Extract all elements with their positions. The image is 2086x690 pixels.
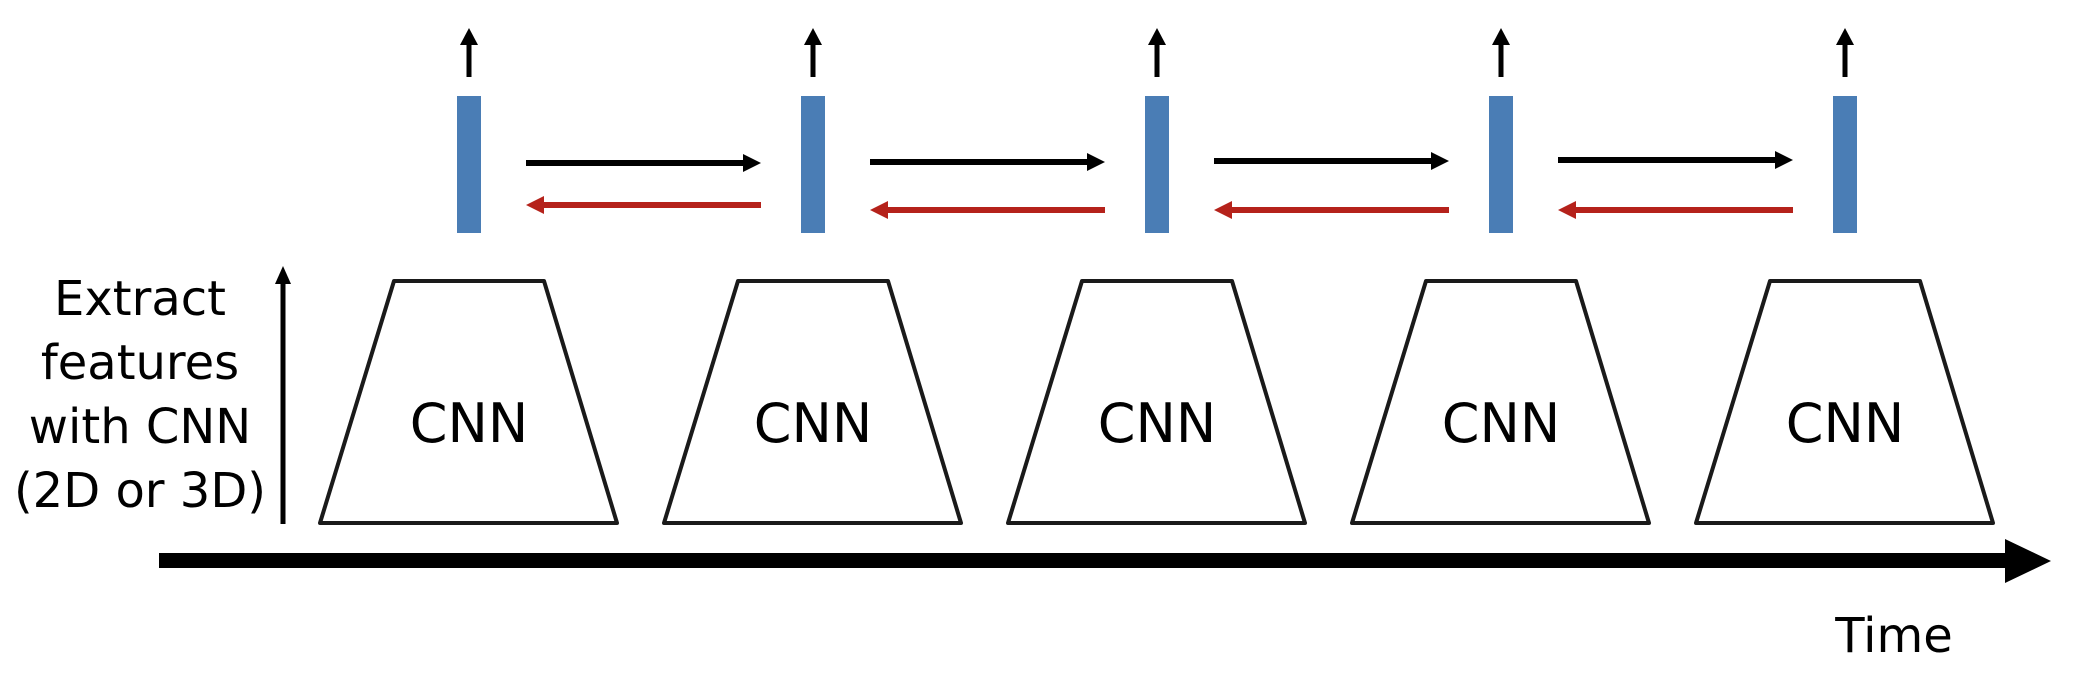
left-label-line: (2D or 3D) bbox=[14, 463, 266, 519]
feature-bar bbox=[457, 96, 481, 233]
recurrent-connections bbox=[526, 151, 1793, 219]
cnn-block bbox=[318, 279, 619, 525]
feature-bar bbox=[1833, 96, 1857, 233]
backward-arrow bbox=[1558, 201, 1793, 219]
timestep-unit: CNN bbox=[1006, 28, 1307, 525]
time-axis-head bbox=[2005, 539, 2051, 583]
output-up-arrow bbox=[1836, 28, 1854, 77]
cnn-block bbox=[662, 279, 963, 525]
cnn-block bbox=[1006, 279, 1307, 525]
timestep-unit: CNN bbox=[662, 28, 963, 525]
timestep-unit: CNN bbox=[1350, 28, 1651, 525]
cnn-block bbox=[1694, 279, 1995, 525]
forward-arrow bbox=[870, 153, 1105, 171]
left-label-line: features bbox=[41, 335, 239, 391]
forward-arrow bbox=[1558, 151, 1793, 169]
extract-up-arrow bbox=[275, 266, 291, 524]
feature-bar bbox=[1145, 96, 1169, 233]
left-label: Extract features with CNN (2D or 3D) bbox=[14, 271, 266, 519]
left-label-line: Extract bbox=[54, 271, 226, 327]
backward-arrow bbox=[526, 196, 761, 214]
cnn-label: CNN bbox=[410, 392, 529, 455]
time-axis-arrow bbox=[159, 539, 2051, 583]
timestep-units: CNN CNN CNN CNN CNN bbox=[318, 28, 1995, 525]
output-up-arrow bbox=[1148, 28, 1166, 77]
feature-bar bbox=[1489, 96, 1513, 233]
cnn-label: CNN bbox=[754, 392, 873, 455]
cnn-block bbox=[1350, 279, 1651, 525]
backward-arrow bbox=[870, 201, 1105, 219]
feature-bar bbox=[801, 96, 825, 233]
cnn-label: CNN bbox=[1786, 392, 1905, 455]
cnn-label: CNN bbox=[1442, 392, 1561, 455]
timestep-unit: CNN bbox=[1694, 28, 1995, 525]
time-label: Time bbox=[1834, 608, 1952, 664]
timestep-unit: CNN bbox=[318, 28, 619, 525]
backward-arrow bbox=[1214, 201, 1449, 219]
forward-arrow bbox=[526, 154, 761, 172]
output-up-arrow bbox=[804, 28, 822, 77]
left-label-line: with CNN bbox=[29, 399, 251, 455]
time-axis-shaft bbox=[159, 553, 2009, 568]
output-up-arrow bbox=[1492, 28, 1510, 77]
output-up-arrow bbox=[460, 28, 478, 77]
cnn-label: CNN bbox=[1098, 392, 1217, 455]
forward-arrow bbox=[1214, 152, 1449, 170]
